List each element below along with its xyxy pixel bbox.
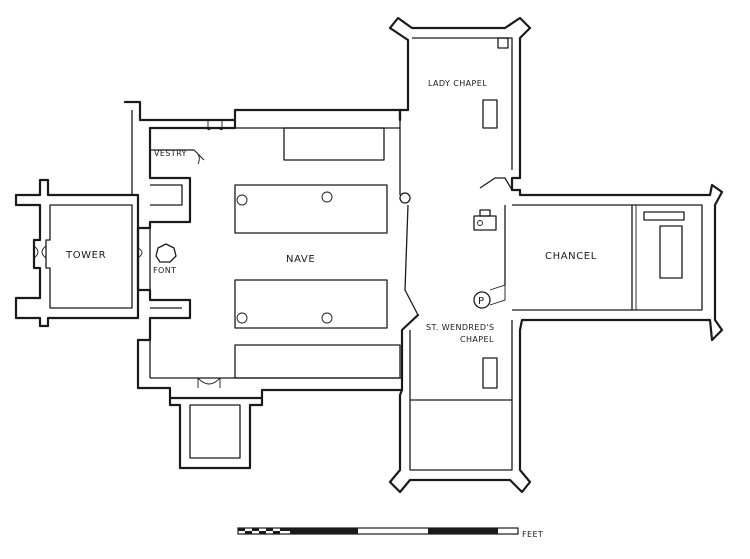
crossing [404,204,506,316]
vestry-block [123,100,237,230]
label-vestry: VESTRY [154,149,187,158]
sw-lobby [136,288,192,342]
label-tower: TOWER [65,250,106,261]
scale-bar: FEET [237,527,543,539]
label-nave: NAVE [286,254,315,265]
label-font: FONT [153,266,176,275]
label-st-wendreds-2: CHAPEL [460,335,494,344]
label-chancel: CHANCEL [545,251,597,262]
lady-chapel [388,16,532,204]
label-lady-chapel: LADY CHAPEL [428,79,487,88]
label-st-wendreds-1: ST. WENDRED'S [426,323,494,332]
scale-unit-label: FEET [522,530,543,539]
south-porch [168,377,264,470]
st-wendreds-chapel [388,313,532,494]
room-labels: LADY CHAPEL VESTRY TOWER FONT NAVE CHANC… [65,79,597,344]
label-pulpit: P [478,296,484,307]
nave [136,108,404,400]
chancel [510,183,724,342]
